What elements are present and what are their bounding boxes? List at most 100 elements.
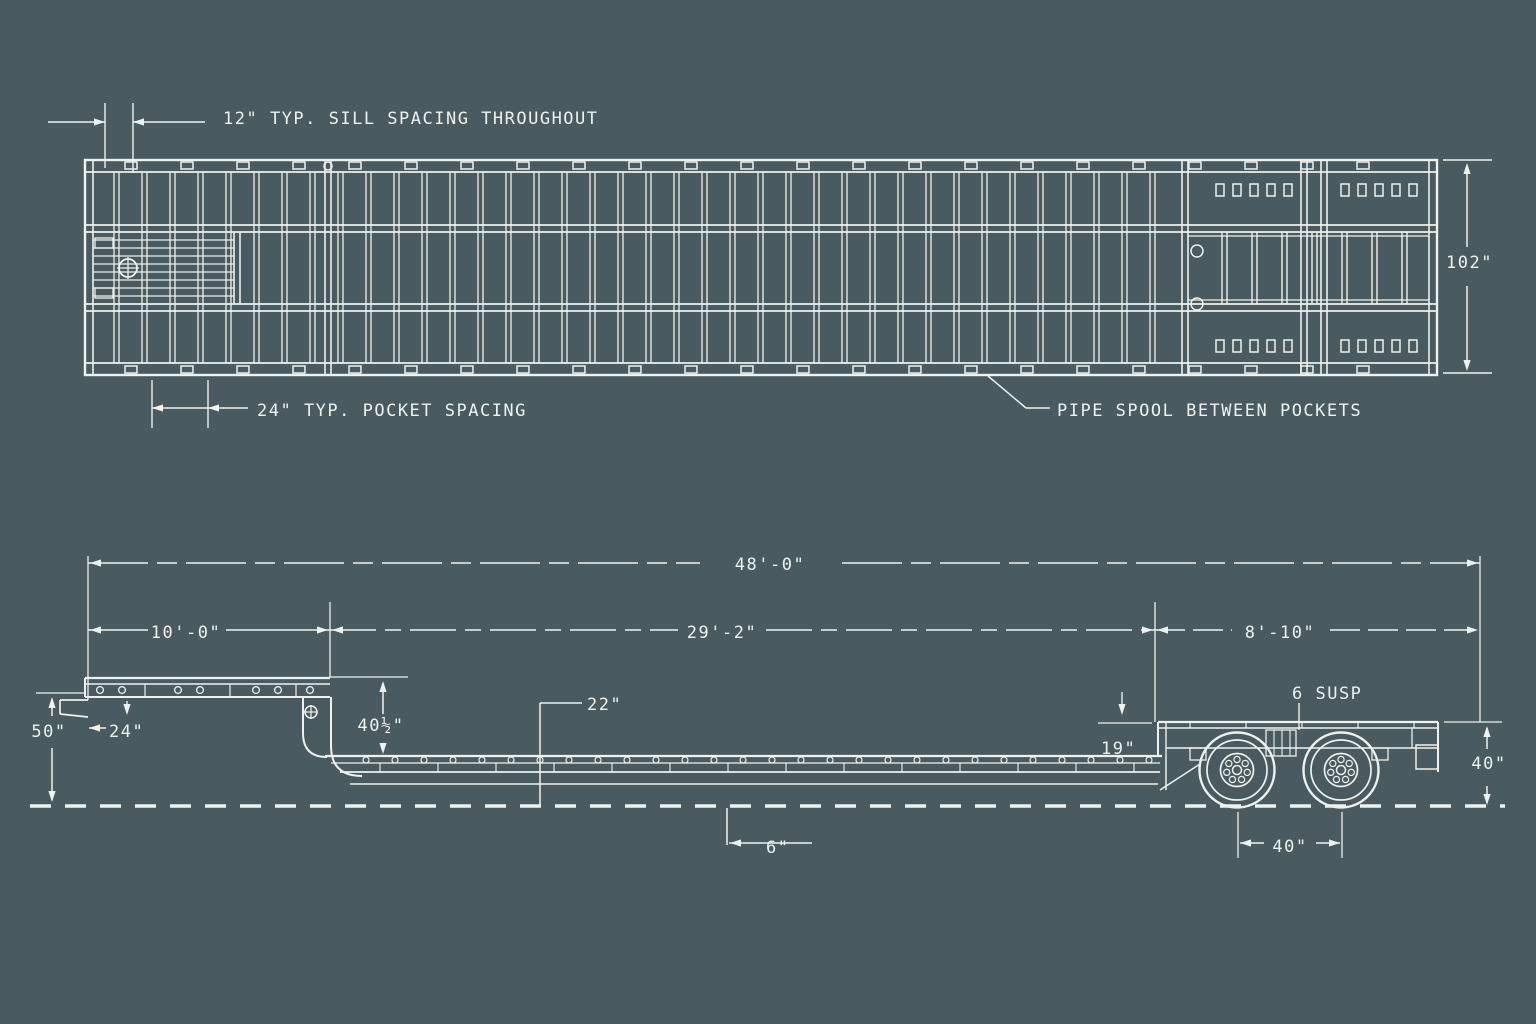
pipe-spool [1340,339,1350,353]
deck-pocket [478,756,486,764]
dimension-arrow [90,626,101,634]
deck-pocket [305,685,315,695]
dim-gooseneck-drop: 40½" [358,716,405,736]
stake-pocket [404,365,418,374]
dimension-arrow [94,118,105,126]
stake-pocket [124,365,138,374]
tie-ring [1190,244,1204,258]
dimension-arrow [133,118,144,126]
pipe-spool [1266,183,1276,197]
dimension-arrow [1467,559,1478,567]
deck-pocket [768,756,776,764]
pipe-spool [1374,339,1384,353]
pipe-spool [1249,183,1259,197]
pipe-spool [1408,183,1418,197]
stake-pocket [1020,365,1034,374]
dimension-arrow [730,839,741,847]
stake-pocket [404,161,418,170]
deck-pocket [173,685,183,695]
pipe-spool [1374,183,1384,197]
pipe-spool [1357,339,1367,353]
stake-pocket [348,161,362,170]
deck-pocket [391,756,399,764]
stake-pocket [1132,161,1146,170]
dimension-arrow [317,626,328,634]
stake-pocket [236,161,250,170]
deck-pocket [420,756,428,764]
stake-pocket [1132,365,1146,374]
deck-pocket [855,756,863,764]
dim-axle-spacing: 40" [1272,837,1307,857]
deck-pocket [942,756,950,764]
note-suspension: 6 SUSP [1292,684,1362,704]
pipe-spool [1391,339,1401,353]
suspension-hanger [1371,747,1389,761]
dimension-arrow [48,697,56,708]
pipe-spool [1215,183,1225,197]
deck-pocket [1087,756,1095,764]
deck-pocket [1145,756,1153,764]
stake-pocket [180,365,194,374]
deck-pocket [1029,756,1037,764]
top-view-geometry [83,158,1439,377]
stake-pocket [852,161,866,170]
stake-pocket [516,365,530,374]
suspension-hanger [1189,747,1207,761]
dimension-arrow [1157,626,1168,634]
stake-pocket [908,365,922,374]
rear-axle-wheel [1302,731,1380,809]
stake-pocket [1076,161,1090,170]
stake-pocket [1300,161,1314,170]
dim-main-deck-length: 29'-2" [687,623,757,643]
tie-ring [1190,297,1204,311]
dim-gooseneck-length: 10'-0" [151,623,221,643]
deck-pocket [117,685,127,695]
pipe-spool [1283,339,1293,353]
stake-pocket [572,161,586,170]
stake-pocket [964,161,978,170]
dimension-labels: 12" TYP. SILL SPACING THROUGHOUT 24" TYP… [31,109,1505,858]
dim-overall-length: 48'-0" [735,555,805,575]
stake-pocket [460,161,474,170]
stake-pocket [796,161,810,170]
stake-pocket [796,365,810,374]
note-pipe-spool: PIPE SPOOL BETWEEN POCKETS [1057,401,1362,421]
stake-pocket [1356,161,1370,170]
deck-pocket [594,756,602,764]
stake-pocket [1188,365,1202,374]
deck-pocket [826,756,834,764]
dim-rear-deck-length: 8'-10" [1245,623,1315,643]
deck-pocket [1116,756,1124,764]
stake-pocket [1020,161,1034,170]
dimension-arrow [1467,626,1478,634]
dimension-arrow [1483,794,1491,805]
dimension-geometry [36,103,1502,858]
dimension-arrow [1463,360,1471,371]
dimension-arrow [379,743,387,754]
dimension-arrow [1483,726,1491,737]
deck-pocket [1058,756,1066,764]
deck-pocket [449,756,457,764]
dimension-arrow [208,404,219,412]
neck-drop-outer [330,697,363,777]
pipe-spool [1408,339,1418,353]
stake-pocket [964,365,978,374]
dimension-arrow [1118,704,1126,715]
note-pocket-spacing: 24" TYP. POCKET SPACING [257,401,527,421]
stake-pocket [516,161,530,170]
stake-pocket [628,365,642,374]
pipe-spool [1232,339,1242,353]
side-view-geometry [30,676,1505,809]
neck-drop-inner [302,697,328,758]
deck-pocket [1000,756,1008,764]
stake-pocket [1244,161,1258,170]
dim-ground-clearance: 6" [766,838,789,858]
pipe-spool [1232,183,1242,197]
dimension-arrow [152,404,163,412]
deck-pocket [195,685,205,695]
stake-pocket [1356,365,1370,374]
deck-pocket [971,756,979,764]
dim-main-deck-height: 22" [587,695,622,715]
